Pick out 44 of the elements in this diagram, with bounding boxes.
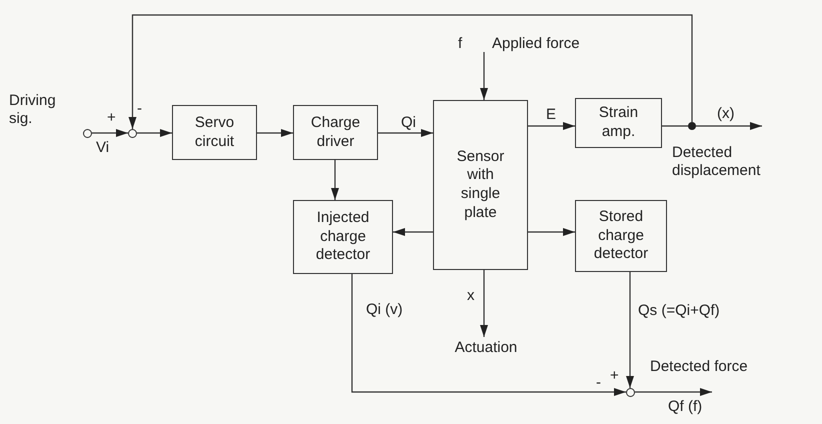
arrow (393, 228, 433, 236)
block-label: Servo circuit (194, 114, 236, 152)
sign-label: - (596, 374, 601, 392)
edge-label: Qf (f) (667, 398, 704, 416)
edge-label: Qi (400, 114, 417, 132)
process-block (575, 98, 662, 148)
arrow (378, 129, 433, 137)
arrow (480, 52, 488, 100)
block-label: Charge driver (310, 114, 362, 152)
summing-junction (128, 129, 137, 138)
arrow (128, 14, 693, 129)
arrow (528, 228, 575, 236)
process-block (172, 105, 257, 160)
process-block (293, 200, 393, 274)
process-block (293, 105, 378, 160)
block-label: Strain amp. (598, 104, 640, 142)
arrow (635, 388, 712, 396)
branch-point (688, 122, 696, 130)
summing-junction (626, 388, 635, 397)
arrow (92, 129, 128, 137)
arrow (137, 129, 172, 137)
arrow (257, 129, 293, 137)
output-label: Detected force (650, 358, 748, 376)
block-label: Stored charge detector (592, 208, 650, 264)
edge-label: Qi (v) (365, 301, 404, 319)
block-label: Injected charge detector (314, 208, 372, 266)
sign-label: + (107, 109, 116, 127)
sign-label: + (610, 367, 619, 385)
sign-label: - (137, 100, 142, 118)
arrow (351, 274, 626, 396)
arrow (626, 272, 634, 388)
arrow (480, 270, 488, 337)
signal-label: Driving sig. (9, 92, 57, 128)
block-label: Sensor with single plate (456, 148, 506, 222)
process-block (575, 200, 667, 272)
output-label: Detected displacement (672, 144, 762, 180)
input-label: Applied force (492, 35, 580, 53)
process-block (433, 100, 528, 270)
arrow (528, 122, 575, 130)
edge-label: (x) (716, 105, 736, 123)
arrow (696, 122, 762, 130)
block-label: Actuation (454, 339, 518, 358)
arrow (331, 160, 339, 200)
edge-label: Qs (=Qi+Qf) (637, 302, 721, 320)
